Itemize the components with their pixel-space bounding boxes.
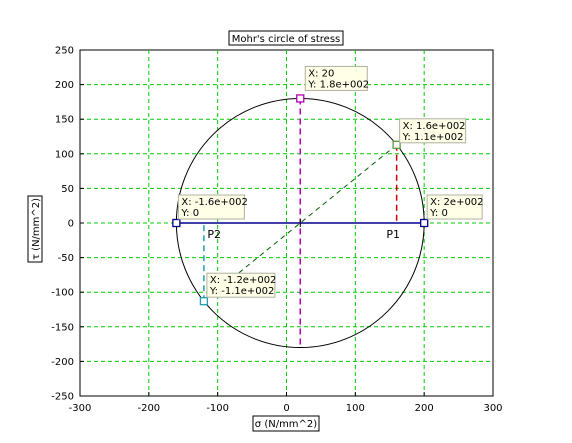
annotation-p2: P2 [207, 228, 221, 241]
stress-point-datatip-y: Y: 1.1e+002 [402, 132, 464, 143]
y-tick-label: -100 [51, 288, 74, 299]
lower-point-marker [199, 297, 209, 306]
y-axis-label-box [27, 195, 43, 263]
y-tick-label: 150 [55, 115, 74, 126]
annotation-p1: P1 [386, 228, 400, 241]
x-tick-label: 100 [346, 403, 365, 414]
x-axis-label: σ (N/mm^2) [255, 419, 317, 430]
y-tick-label: 100 [55, 149, 74, 160]
x-tick-label: 200 [415, 403, 434, 414]
x-tick-label: -300 [69, 403, 92, 414]
y-tick-label: 250 [55, 46, 74, 57]
lower-point-datatip-y: Y: -1.1e+002 [209, 286, 274, 297]
y-tick-label: 200 [55, 80, 74, 91]
lower-point-datatip-box [206, 272, 276, 298]
x-tick-label: -200 [137, 403, 160, 414]
sigma-min-datatip-x: X: -1.6e+002 [181, 197, 248, 208]
tick-layer: -300 -200 -100 0 100 200 300 -250 -200 -150 -100 -5… [51, 46, 502, 415]
max-shear-datatip-box [304, 65, 368, 91]
sigma-min-datatip-box [177, 194, 245, 220]
stress-point-datatip-x: X: 1.6e+002 [403, 121, 466, 132]
lower-point-datatip-x: X: -1.2e+002 [210, 275, 277, 286]
x-tick-label: 0 [283, 403, 289, 414]
stress-point-marker [392, 140, 401, 149]
sigma-max-datatip-x: X: 2e+002 [430, 197, 483, 208]
max-shear-datatip-x: X: 20 [308, 68, 334, 79]
y-tick-label: 0 [68, 219, 74, 230]
sigma-max-datatip-box [426, 194, 483, 220]
y-tick-label: 50 [61, 184, 74, 195]
marker-layer [172, 94, 429, 306]
y-tick-label: -250 [51, 392, 74, 403]
sigma-min-datatip-y: Y: 0 [180, 208, 199, 219]
y-tick-label: -200 [51, 357, 74, 368]
sigma-max-marker [420, 218, 429, 228]
x-tick-label: -100 [206, 403, 229, 414]
max-shear-marker [296, 94, 305, 103]
sigma-max-datatip-y: Y: 0 [429, 208, 448, 219]
chart-title: Mohr's circle of stress [232, 34, 341, 45]
x-axis-label-box [252, 415, 320, 432]
chart-title-box [228, 30, 344, 46]
y-tick-label: -150 [51, 322, 74, 333]
stress-point-datatip-box [399, 118, 467, 144]
sigma-min-marker [172, 218, 181, 228]
y-tick-label: -50 [58, 253, 74, 264]
y-axis-label: τ (N/mm^2) [31, 198, 42, 260]
x-tick-label: 300 [483, 403, 502, 414]
max-shear-datatip-y: Y: 1.8e+002 [307, 79, 369, 90]
